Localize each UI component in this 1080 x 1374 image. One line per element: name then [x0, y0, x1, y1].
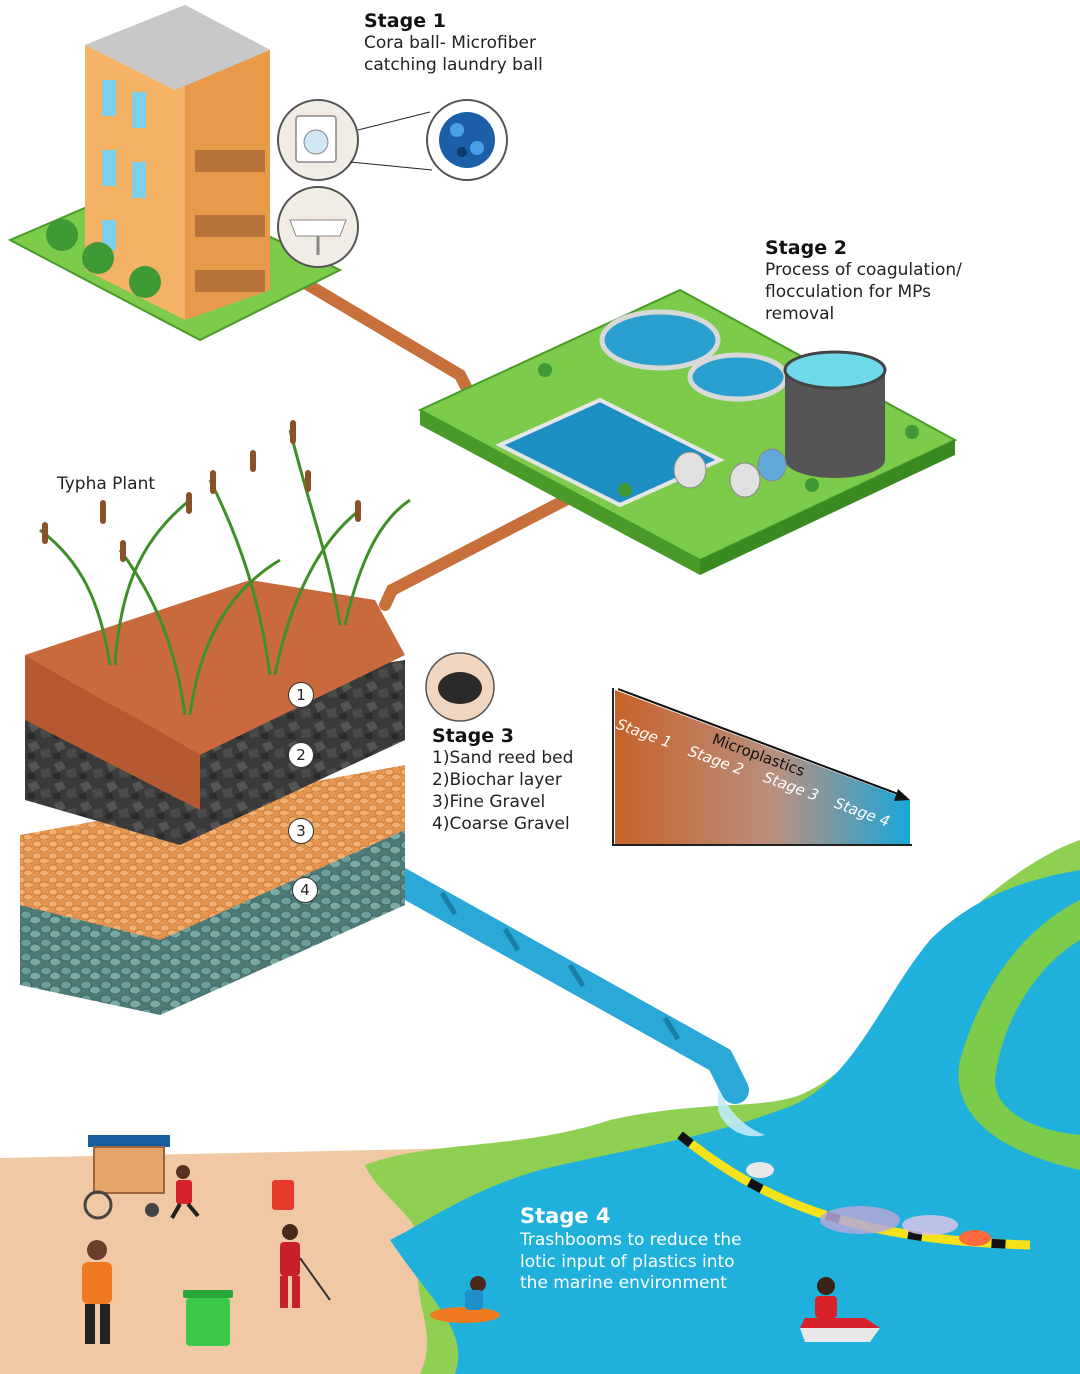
washing-machine-icon — [277, 99, 359, 181]
layer-number-1: 1 — [288, 682, 314, 708]
stage4-line-1: Trashbooms to reduce the — [520, 1229, 742, 1250]
stage3-line-4: 4)Coarse Gravel — [432, 813, 570, 834]
layer-number-3: 3 — [288, 818, 314, 844]
jetski — [800, 1277, 880, 1342]
building-roof — [85, 5, 270, 90]
stage4-line-2: lotic input of plastics into — [520, 1251, 735, 1272]
stage4-title: Stage 4 — [520, 1204, 611, 1228]
pipes — [294, 274, 749, 1104]
clarifier-tank-2 — [687, 352, 789, 402]
beach-person-cleaner — [280, 1224, 331, 1308]
stage4-line-3: the marine environment — [520, 1273, 727, 1294]
pipe-stage1-to-stage2 — [294, 274, 476, 401]
clarifier-tank-1 — [599, 309, 721, 371]
sea-water — [390, 870, 1080, 1374]
fine-gravel-layer — [20, 765, 405, 940]
beach-person-runner — [170, 1165, 200, 1219]
surfer — [430, 1276, 500, 1323]
stage1-line-2: catching laundry ball — [364, 55, 543, 76]
typha-plant-label: Typha Plant — [57, 474, 156, 494]
biochar-hand-icon — [425, 652, 495, 722]
gradient-arrow-head — [894, 789, 910, 801]
stage2-line-1: Process of coagulation/ — [765, 260, 962, 281]
stage3-line-3: 3)Fine Gravel — [432, 791, 546, 812]
storage-tank — [783, 350, 887, 478]
stage1-line-1: Cora ball- Microfiber — [364, 33, 536, 54]
settling-basin — [495, 397, 725, 508]
stage1-apartment — [7, 5, 508, 342]
pipe-stage2-to-stage3 — [379, 489, 581, 611]
stage2-label: Stage 2 Process of coagulation/ floccula… — [765, 236, 962, 326]
sink-icon — [277, 186, 359, 268]
food-cart — [83, 1135, 170, 1220]
gradient-arrow-line — [617, 688, 907, 798]
typha-plants — [39, 429, 411, 716]
cora-ball-icon — [426, 99, 508, 181]
layer-number-2: 2 — [288, 742, 314, 768]
layer-number-4: 4 — [292, 877, 318, 903]
pipe-stage3-to-sea — [366, 856, 749, 1104]
stage3-reed-bed — [20, 420, 495, 1015]
stage3-label: Stage 3 1)Sand reed bed 2)Biochar layer … — [432, 724, 573, 835]
stage3-title: Stage 3 — [432, 725, 514, 747]
stage2-line-2: flocculation for MPs — [765, 282, 931, 303]
stage3-line-1: 1)Sand reed bed — [432, 748, 574, 769]
stage2-treatment-plant — [417, 288, 958, 575]
cattail-heads — [42, 420, 361, 562]
stage2-line-3: removal — [765, 303, 835, 324]
stage1-label: Stage 1 Cora ball- Microfiber catching l… — [364, 9, 543, 77]
microplastics-gradient-key — [612, 688, 912, 846]
stage2-title: Stage 2 — [765, 237, 847, 259]
stage4-label: Stage 4 Trashbooms to reduce the lotic i… — [520, 1203, 742, 1295]
beach-person-lifeguard — [82, 1240, 112, 1344]
stage1-title: Stage 1 — [364, 10, 446, 32]
filter-units — [673, 448, 787, 498]
gradient-wedge — [615, 690, 910, 845]
coastline-scene — [0, 840, 1080, 1374]
river-inlet — [995, 940, 1080, 1135]
trash-bin-icon — [272, 1180, 294, 1210]
trees — [46, 219, 161, 298]
stage3-line-2: 2)Biochar layer — [432, 770, 562, 791]
green-trash-bin — [183, 1290, 233, 1346]
outflow-water — [718, 1090, 765, 1137]
floating-plastics — [746, 1162, 991, 1246]
